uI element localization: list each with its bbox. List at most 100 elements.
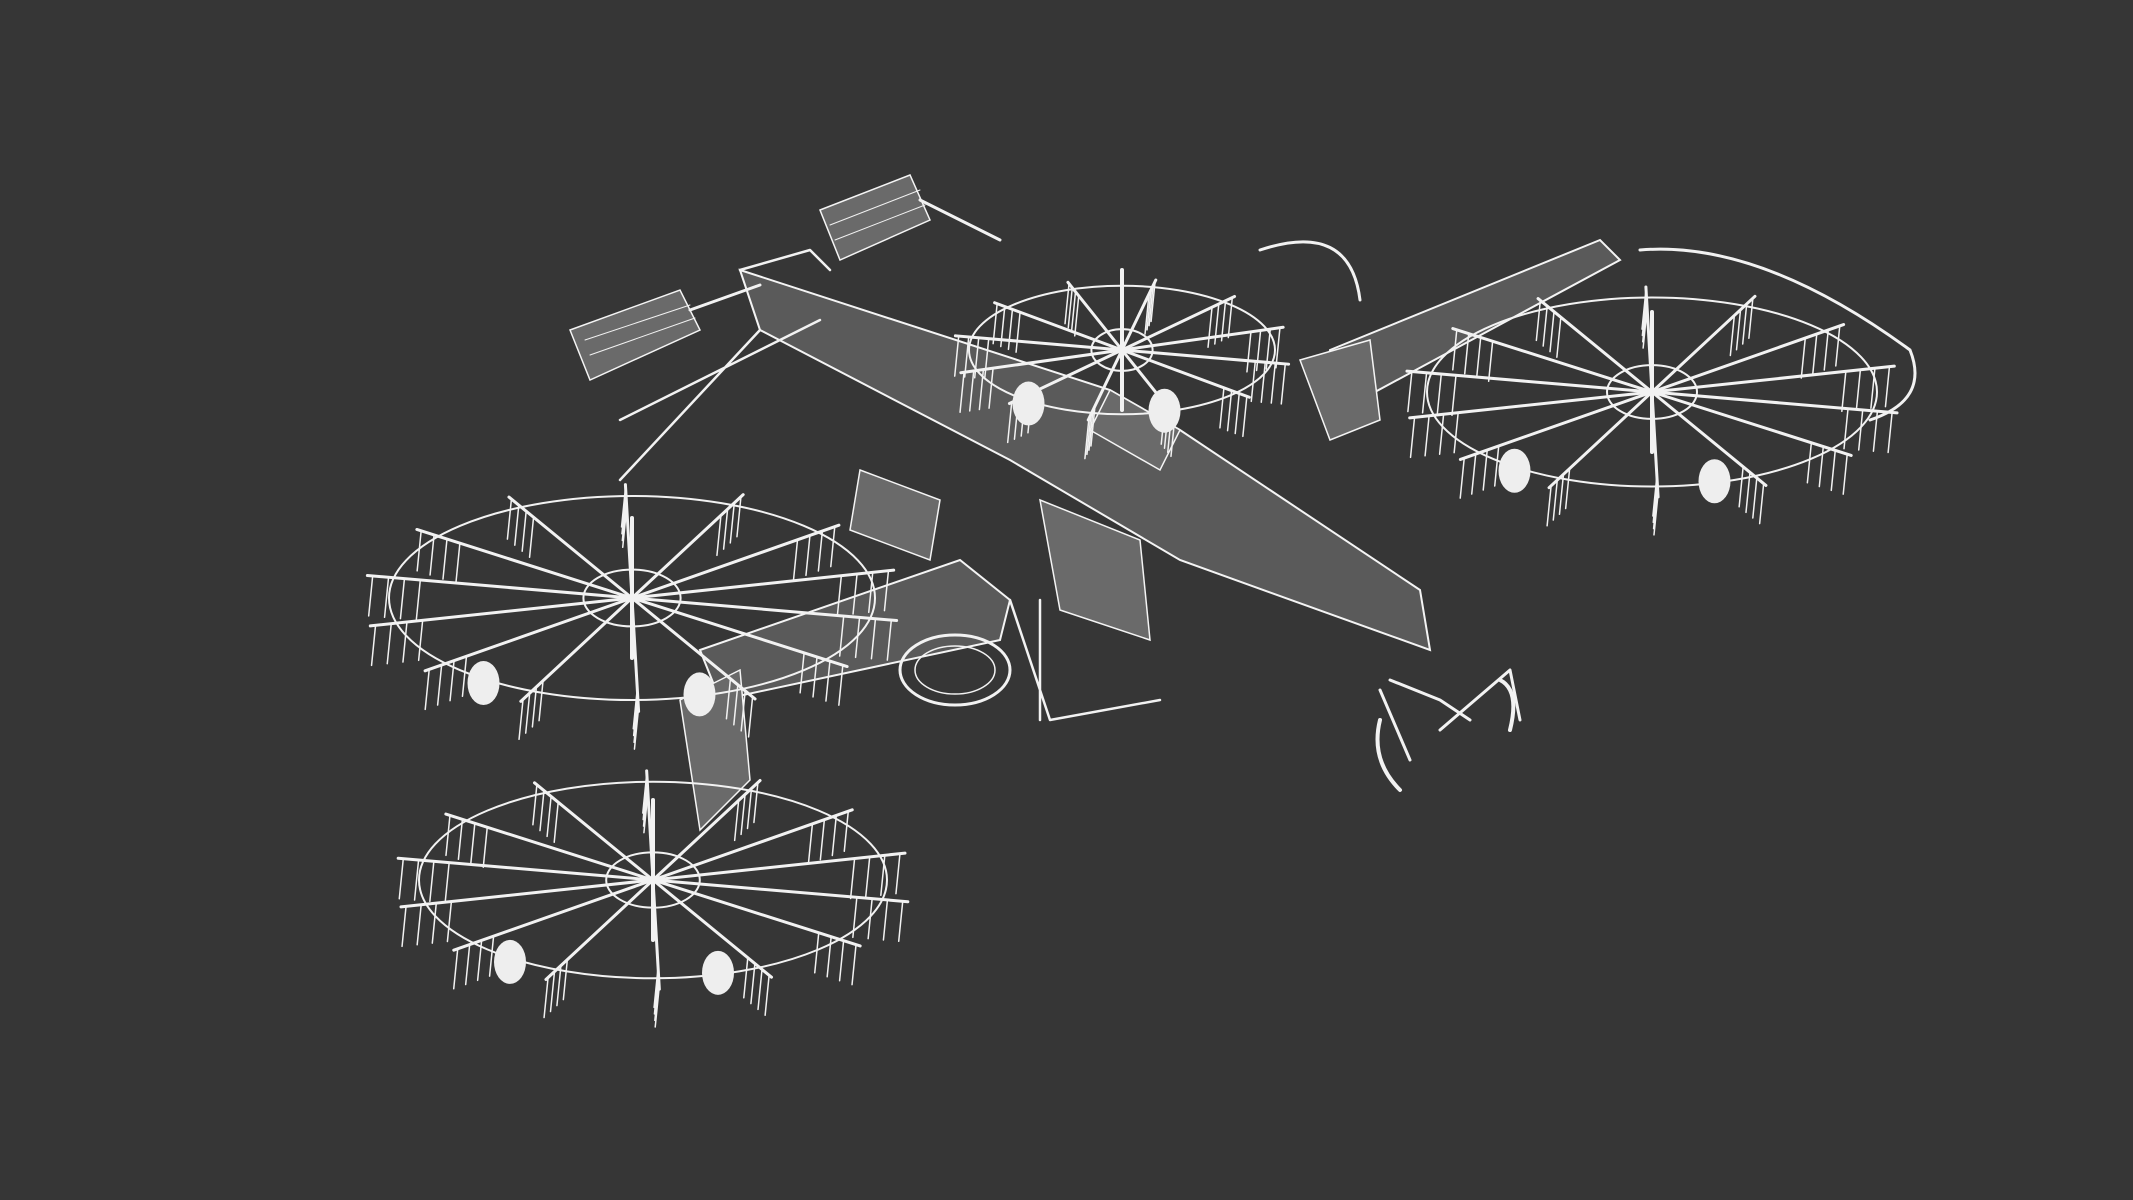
tine-group (813, 932, 857, 986)
tine-group (532, 783, 559, 843)
tine-group (1246, 327, 1281, 373)
tine-group (445, 814, 489, 868)
tine-group (1535, 299, 1562, 358)
tine-group (1806, 442, 1848, 495)
tine-group (953, 335, 990, 380)
gauge-wheel (1498, 448, 1531, 493)
gauge-wheel (467, 661, 500, 706)
tine-group (1219, 387, 1248, 438)
tine-group (799, 652, 844, 706)
rotor-arm (959, 348, 1124, 375)
tine-group (1064, 282, 1080, 337)
tine-group (367, 575, 422, 621)
tine-group (725, 678, 754, 738)
tine-group (792, 525, 836, 581)
tine-group (1546, 467, 1571, 527)
rotor-arm (399, 878, 655, 909)
gauge-wheel (683, 672, 716, 717)
tine-group (543, 958, 569, 1019)
rotor-arm (365, 573, 634, 600)
rotor-arm (1086, 348, 1124, 422)
rotor-arm (1650, 390, 1768, 487)
rotor-arm (1458, 390, 1654, 461)
rotor-arm (368, 596, 634, 628)
tine-group (716, 495, 742, 557)
tine-group (849, 852, 901, 900)
tine-group (518, 679, 544, 741)
tine-group (836, 569, 890, 617)
tine-group (807, 810, 850, 865)
rotor-arm (452, 878, 655, 952)
tine-group (506, 498, 535, 558)
rotor-right (1405, 285, 1899, 536)
tine-group (398, 857, 450, 904)
rotor-arm (396, 856, 655, 882)
rotor-arm (533, 781, 655, 882)
gauge-wheel (702, 950, 734, 995)
tine-group (424, 655, 468, 711)
rotor-arm (651, 878, 862, 948)
rotor-arm (1405, 369, 1654, 394)
tine-group (1084, 405, 1096, 460)
rotor-arm (630, 596, 757, 701)
tine-group (620, 486, 628, 549)
tine-group (653, 966, 660, 1028)
tine-group (1409, 411, 1459, 459)
rotor-arm (1650, 323, 1846, 394)
rotor-ring (1426, 296, 1878, 488)
rotor-arm (651, 851, 907, 882)
tine-group (1459, 445, 1500, 499)
tine-group (838, 615, 893, 661)
rotor-arm (651, 778, 762, 882)
tine-group (1800, 325, 1841, 379)
tine-group (1841, 365, 1891, 413)
rotor-arm (953, 334, 1124, 352)
gauge-wheel (1698, 459, 1731, 504)
tine-group (416, 530, 461, 584)
tine-group (1250, 360, 1287, 405)
rotor-arm (1650, 390, 1853, 457)
tine-group (1652, 475, 1659, 536)
rotor-arm (544, 878, 655, 982)
tine-group (959, 367, 994, 413)
rotor-arm (423, 596, 634, 673)
rotor-arm (630, 596, 849, 669)
rotor-arm (651, 878, 773, 979)
gauge-wheel (1012, 381, 1045, 426)
tine-group (1407, 370, 1457, 417)
tine-group (1207, 296, 1234, 348)
rotors (365, 268, 1899, 1028)
rotor-arm (630, 523, 841, 600)
rotor-arm (519, 596, 634, 703)
tine-group (1144, 280, 1156, 335)
tine-group (452, 935, 495, 990)
tine-group (1843, 407, 1893, 454)
rotor-center-back (953, 268, 1291, 460)
rotor-arm (651, 878, 910, 904)
rotor-arm (1120, 348, 1291, 366)
rotor-arm (1650, 364, 1896, 394)
rotor-arm (1650, 294, 1757, 394)
rotor-arm (444, 812, 655, 882)
rotor-left-front (365, 483, 899, 750)
tine-group (401, 900, 453, 948)
rotor-arm (1120, 294, 1237, 352)
rotor-arm (1120, 325, 1285, 352)
tine-group (632, 687, 640, 750)
rotor-arm (993, 301, 1124, 352)
rotor-arm (1066, 280, 1124, 352)
tine-group (642, 772, 649, 834)
rotor-arm (1120, 348, 1251, 399)
rotor-arm (1408, 390, 1654, 420)
tine-group (1641, 288, 1648, 349)
rotor-arm (630, 596, 899, 623)
rotor-ring (388, 494, 876, 702)
tine-group (1729, 297, 1754, 357)
tine-group (1452, 329, 1494, 382)
rotor-arm (415, 527, 634, 600)
rotor-arm (1451, 327, 1654, 394)
tine-group (992, 302, 1021, 353)
rotor-left-rear (396, 769, 910, 1028)
rotor-arm (507, 495, 634, 600)
